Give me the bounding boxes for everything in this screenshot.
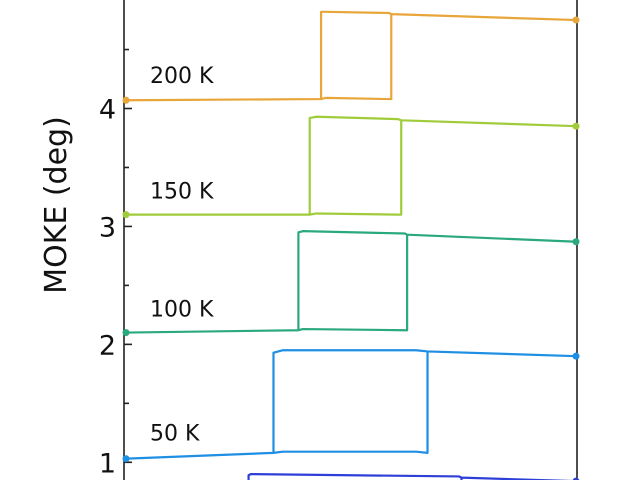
series-start-marker xyxy=(122,96,130,104)
y-axis-title: MOKE (deg) xyxy=(39,116,74,294)
y-tick-label: 4 xyxy=(99,95,116,126)
series-end-marker xyxy=(572,122,580,130)
series-100-k-loop xyxy=(123,230,578,334)
curve-label: 50 K xyxy=(150,421,200,446)
curve-label: 150 K xyxy=(150,180,214,205)
curve-labels: 50 K 100 K 150 K 200 K xyxy=(150,64,214,446)
series-start-marker xyxy=(122,211,130,219)
curve-label: 200 K xyxy=(150,64,214,89)
series-end-marker xyxy=(572,352,580,360)
series-end-marker xyxy=(572,238,580,246)
series-lowest-loop xyxy=(247,473,575,480)
series-50-k-loop xyxy=(123,349,578,460)
series-200-k-loop xyxy=(123,10,578,102)
y-tick-label: 3 xyxy=(99,212,116,243)
series-start-marker xyxy=(122,329,130,337)
series-start-marker xyxy=(122,455,130,463)
y-tick-label: 2 xyxy=(99,330,116,361)
series-150-k-loop xyxy=(124,115,578,216)
curve-label: 100 K xyxy=(150,298,214,323)
hysteresis-loops xyxy=(122,10,580,480)
y-tick-label: 1 xyxy=(99,448,116,479)
series-end-marker xyxy=(572,477,580,480)
series-end-marker xyxy=(572,16,580,24)
